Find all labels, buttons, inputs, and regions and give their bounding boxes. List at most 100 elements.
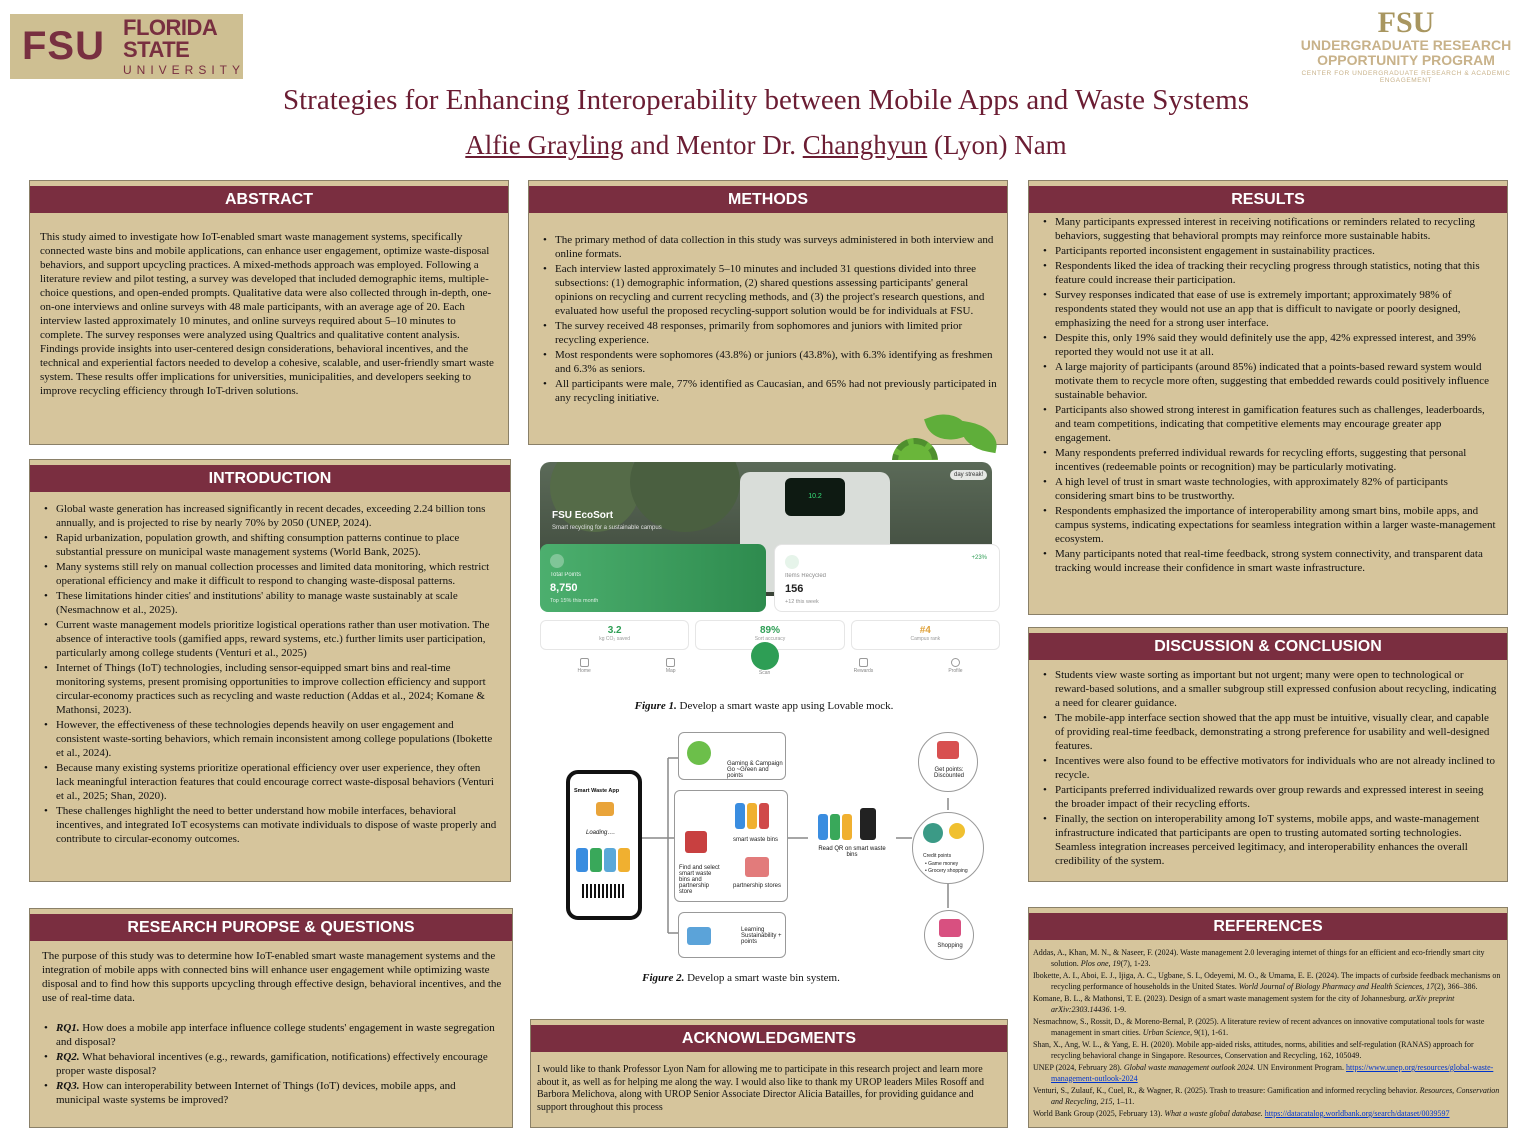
- rewards-icon: [858, 658, 868, 667]
- abstract-heading: ABSTRACT: [30, 186, 508, 213]
- methods-heading: METHODS: [529, 186, 1007, 213]
- items-sub: +12 this week: [785, 599, 819, 605]
- ref-ital: World Journal of Biology Pharmacy and He…: [1238, 981, 1435, 991]
- research-question: RQ2. What behavioral incentives (e.g., r…: [40, 1050, 502, 1078]
- reference-link[interactable]: https://www.unep.org/resources/global-wa…: [1051, 1063, 1494, 1083]
- stores-text: partnership stores: [733, 883, 782, 889]
- ref-post: (7), 1-23.: [1120, 958, 1151, 968]
- list-item: Respondents emphasized the importance of…: [1039, 504, 1497, 546]
- qr-icon: [860, 808, 876, 840]
- nav-rewards[interactable]: Rewards: [853, 658, 874, 674]
- nav-scan[interactable]: Scan: [750, 642, 779, 676]
- figure1-label: Figure 1.: [634, 700, 677, 712]
- list-item: Internet of Things (IoT) technologies, i…: [40, 661, 500, 717]
- rq-label: RQ2.: [56, 1051, 80, 1063]
- results-heading: RESULTS: [1029, 186, 1507, 213]
- reference-item: Nesmachnow, S., Rossit, D., & Moreno-Ber…: [1033, 1017, 1503, 1038]
- stat-value: #4: [919, 625, 931, 636]
- results-panel: RESULTS Many participants expressed inte…: [1028, 180, 1508, 615]
- list-item: Most respondents were sophomores (43.8%)…: [539, 348, 997, 376]
- bin-icon: [576, 848, 588, 872]
- nav-home[interactable]: Home: [578, 658, 591, 674]
- research-panel: RESEARCH PUROPSE & QUESTIONS The purpose…: [29, 908, 513, 1128]
- introduction-list: Global waste generation has increased si…: [40, 502, 500, 846]
- recycle-icon: [785, 555, 799, 569]
- bin-icon: [735, 803, 745, 829]
- reference-item: Venturi, S., Zulauf, K., Cuel, R., & Wag…: [1033, 1086, 1503, 1107]
- list-item: Despite this, only 19% said they would d…: [1039, 331, 1497, 359]
- ref-ital: Plos one, 19: [1080, 958, 1121, 968]
- ref-pre: Shan, X., Ang, W. L., & Yang, E. H. (202…: [1033, 1040, 1474, 1060]
- nav-label: Home: [577, 668, 591, 674]
- nav-profile[interactable]: Profile: [948, 658, 963, 674]
- map-icon: [666, 658, 676, 667]
- home-icon: [579, 658, 589, 667]
- app-mockup: 10.2 FSU EcoSort Smart recycling for a s…: [536, 460, 1006, 680]
- bin-icon: [618, 848, 630, 872]
- ref-pre: Ibokette, A. I., Aboi, E. J., Ijiga, A. …: [1033, 971, 1501, 991]
- readqr-text: Read QR on smart waste bins: [818, 846, 886, 858]
- points-icon: [937, 741, 959, 759]
- getpoints-circle: Get points: Discounted: [918, 732, 978, 792]
- stat-label: kg CO₂ saved: [599, 636, 631, 642]
- ref-pre: UNEP (2024, February 28).: [1033, 1063, 1124, 1072]
- items-recycled-card[interactable]: +23% Items Recycled 156 +12 this week: [774, 544, 1000, 612]
- nav-label: Map: [665, 668, 676, 674]
- gaming-box: Gaming & Campaign Go ~Green and points: [678, 732, 786, 780]
- ref-pre: World Bank Group (2025, February 13).: [1033, 1109, 1165, 1118]
- bin-icon: [842, 814, 852, 840]
- ref-pre: Venturi, S., Zulauf, K., Cuel, R., & Wag…: [1033, 1086, 1420, 1095]
- research-text: The purpose of this study was to determi…: [42, 950, 502, 1004]
- find-box: Find and select smart waste bins and par…: [674, 790, 788, 902]
- list-item: A large majority of participants (around…: [1039, 360, 1497, 402]
- ref-post: . 1-9.: [1109, 1004, 1127, 1014]
- app-tagline: Smart recycling for a sustainable campus: [552, 525, 662, 531]
- shopping-circle: Shopping: [924, 910, 974, 960]
- nav-label: Rewards: [853, 668, 874, 674]
- research-heading: RESEARCH PUROPSE & QUESTIONS: [30, 914, 512, 941]
- reference-link[interactable]: https://datacatalog.worldbank.org/search…: [1264, 1109, 1450, 1118]
- fsu-abbrev: FSU: [22, 24, 105, 68]
- research-question: RQ1. How does a mobile app interface inf…: [40, 1021, 502, 1049]
- ref-pre: Nesmachnow, S., Rossit, D., & Moreno-Ber…: [1033, 1017, 1485, 1037]
- list-item: Finally, the section on interoperability…: [1039, 812, 1497, 868]
- list-item: Participants preferred individualized re…: [1039, 783, 1497, 811]
- authors-middle: and Mentor Dr.: [623, 130, 803, 160]
- list-item: A high level of trust in smart waste tec…: [1039, 475, 1497, 503]
- list-item: Many participants expressed interest in …: [1039, 215, 1497, 243]
- items-label: Items Recycled: [785, 573, 827, 579]
- bin-icon: [747, 803, 757, 829]
- reference-item: Ibokette, A. I., Aboi, E. J., Ijiga, A. …: [1033, 971, 1503, 992]
- list-item: Students view waste sorting as important…: [1039, 668, 1497, 710]
- introduction-panel: INTRODUCTION Global waste generation has…: [29, 459, 511, 882]
- introduction-heading: INTRODUCTION: [30, 465, 510, 492]
- total-points-card[interactable]: Total Points 8,750 Top 15% this month: [540, 544, 766, 612]
- streak-badge: day streak!: [950, 470, 988, 480]
- list-item: Participants reported inconsistent engag…: [1039, 244, 1497, 258]
- mentor-name: Changhyun: [802, 130, 928, 160]
- shopping-text: Shopping: [937, 943, 963, 949]
- items-pct: +23%: [971, 555, 987, 561]
- bin-icon: [830, 814, 840, 840]
- nav-label: Profile: [948, 668, 963, 674]
- tree-icon: [550, 462, 640, 532]
- credit-item: • Game money: [925, 861, 959, 867]
- fsu-logo: FSU FLORIDA STATE UNIVERSITY: [10, 14, 243, 79]
- coin-icon: [949, 823, 965, 839]
- profile-icon: [950, 658, 960, 667]
- urop-fsu: FSU: [1377, 6, 1435, 39]
- stat-value: 3.2: [607, 625, 622, 636]
- list-item: Incentives were also found to be effecti…: [1039, 754, 1497, 782]
- rq-label: RQ1.: [56, 1022, 80, 1034]
- acknowledgments-heading: ACKNOWLEDGMENTS: [531, 1025, 1007, 1052]
- nav-map[interactable]: Map: [666, 658, 676, 674]
- list-item: The primary method of data collection in…: [539, 233, 997, 261]
- research-questions: RQ1. How does a mobile app interface inf…: [40, 1021, 502, 1107]
- find-text: Find and select smart waste bins and par…: [679, 865, 720, 895]
- reference-item: UNEP (2024, February 28). Global waste m…: [1033, 1063, 1503, 1084]
- phone-mockup: Smart Waste App Loading….: [566, 770, 642, 920]
- list-item: The survey received 48 responses, primar…: [539, 319, 997, 347]
- poster-authors: Alfie Grayling and Mentor Dr. Changhyun …: [0, 130, 1532, 161]
- reference-item: World Bank Group (2025, February 13). Wh…: [1033, 1109, 1503, 1120]
